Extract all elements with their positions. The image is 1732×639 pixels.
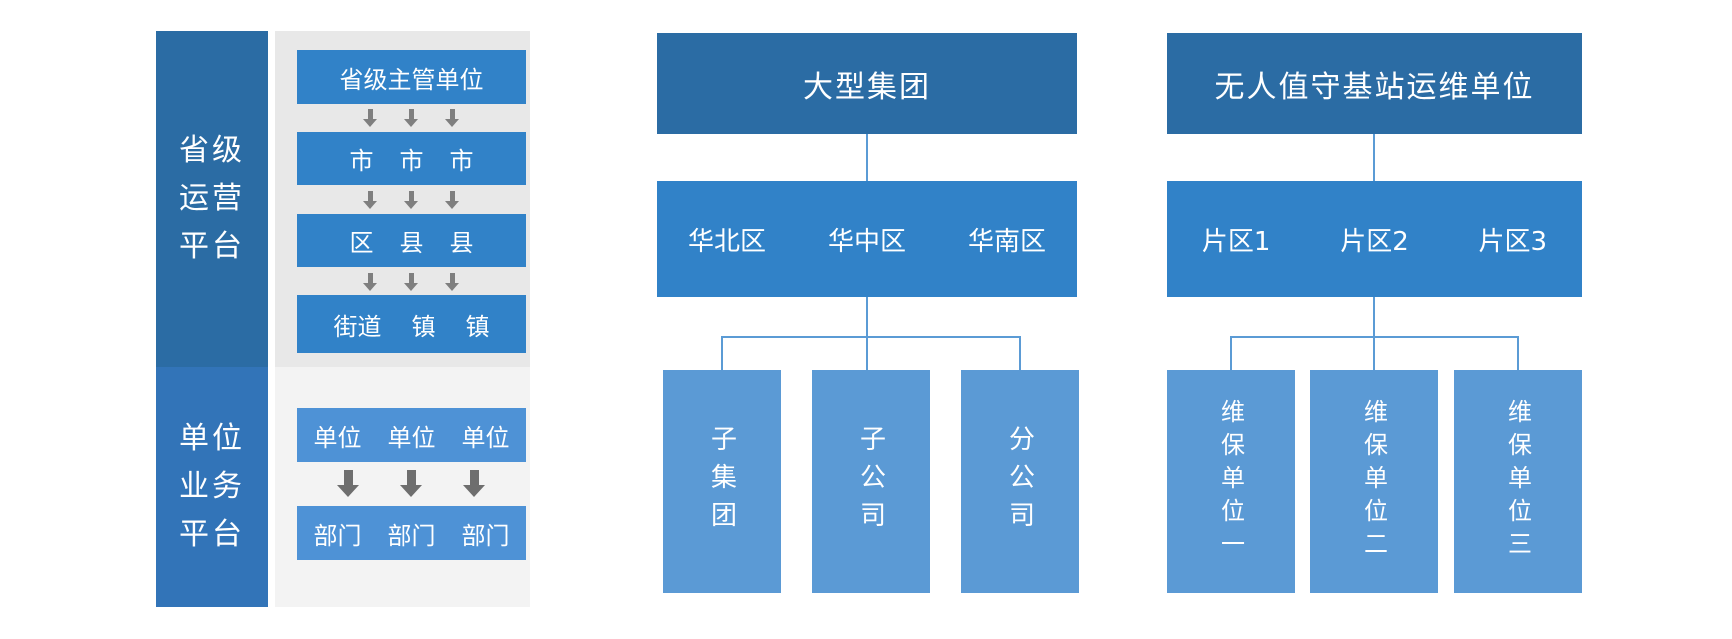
station-child-box-maintenance-3: 维保单位三 <box>1454 370 1582 593</box>
sidebar-provincial-platform: 省级 运营 平台 <box>156 31 268 367</box>
region-label-south: 华南区 <box>967 226 1046 257</box>
city-label: 市 <box>399 147 424 175</box>
arrow-row <box>297 470 526 497</box>
street-label: 街道 <box>333 312 382 341</box>
connector-line <box>1373 336 1375 370</box>
label-line: 运营 <box>179 181 245 216</box>
label-line: 业务 <box>179 469 245 504</box>
connector-line <box>721 336 1021 338</box>
county-label: 县 <box>449 229 474 257</box>
down-arrow-icon <box>363 109 377 127</box>
town-label: 镇 <box>465 312 490 341</box>
down-arrow-icon <box>445 191 459 209</box>
provincial-authority-label: 省级主管单位 <box>339 65 484 94</box>
arrow-row <box>297 109 526 127</box>
connector-line <box>721 336 723 370</box>
city-label: 市 <box>449 147 474 175</box>
station-root-box: 无人值守基站运维单位 <box>1167 33 1582 134</box>
arrow-row <box>297 191 526 209</box>
down-arrow-icon <box>363 191 377 209</box>
zone-2-label: 片区2 <box>1340 226 1409 257</box>
county-label: 县 <box>399 229 424 257</box>
down-arrow-icon <box>404 109 418 127</box>
station-child-box-maintenance-1: 维保单位一 <box>1167 370 1295 593</box>
city-label: 市 <box>349 147 374 175</box>
group-region-box: 华北区 华中区 华南区 <box>657 181 1077 297</box>
region-label-central: 华中区 <box>827 226 906 257</box>
down-arrow-icon <box>463 470 485 497</box>
zone-3-label: 片区3 <box>1478 226 1548 257</box>
subgroup-label: 子集团 <box>706 424 737 539</box>
district-label: 区 <box>349 229 374 257</box>
connector-line <box>866 336 868 370</box>
connector-line <box>1373 297 1375 337</box>
station-region-box: 片区1 片区2 片区3 <box>1167 181 1582 297</box>
down-arrow-icon <box>363 273 377 291</box>
down-arrow-icon <box>445 273 459 291</box>
region-label-north: 华北区 <box>687 226 766 257</box>
connector-line <box>1019 336 1021 370</box>
unit-label: 单位 <box>461 423 510 452</box>
label-line: 平台 <box>179 229 245 264</box>
connector-line <box>866 134 868 181</box>
department-label: 部门 <box>313 521 362 550</box>
provincial-authority-box: 省级主管单位 <box>297 50 526 104</box>
station-root-label: 无人值守基站运维单位 <box>1214 69 1535 105</box>
station-child-box-maintenance-2: 维保单位二 <box>1310 370 1438 593</box>
down-arrow-icon <box>337 470 359 497</box>
subsidiary-label: 子公司 <box>855 424 886 539</box>
unit-platform-label: 单位 业务 平台 <box>156 367 268 607</box>
unit-label: 单位 <box>313 423 362 452</box>
zone-1-label: 片区1 <box>1201 226 1271 257</box>
connector-line <box>1373 134 1375 181</box>
label-line: 平台 <box>179 517 245 552</box>
arrow-row <box>297 273 526 291</box>
label-line: 单位 <box>179 421 245 456</box>
group-child-box-subsidiary: 子公司 <box>812 370 930 593</box>
down-arrow-icon <box>404 191 418 209</box>
street-town-row-box: 街道 镇 镇 <box>297 295 526 353</box>
branch-label: 分公司 <box>1004 424 1035 539</box>
connector-line <box>1517 336 1519 370</box>
city-row-box: 市 市 市 <box>297 132 526 185</box>
maintenance-unit-1-label: 维保单位一 <box>1216 399 1245 564</box>
down-arrow-icon <box>400 470 422 497</box>
label-line: 省级 <box>179 133 245 168</box>
maintenance-unit-3-label: 维保单位三 <box>1503 399 1532 564</box>
provincial-platform-label: 省级 运营 平台 <box>156 31 268 367</box>
connector-line <box>1230 336 1232 370</box>
department-label: 部门 <box>387 521 436 550</box>
down-arrow-icon <box>445 109 459 127</box>
down-arrow-icon <box>404 273 418 291</box>
sidebar-unit-platform: 单位 业务 平台 <box>156 367 268 607</box>
group-root-label: 大型集团 <box>803 69 931 105</box>
group-root-box: 大型集团 <box>657 33 1077 134</box>
department-row-box: 部门 部门 部门 <box>297 506 526 560</box>
district-county-row-box: 区 县 县 <box>297 214 526 267</box>
town-label: 镇 <box>411 312 436 341</box>
group-child-box-branch: 分公司 <box>961 370 1079 593</box>
unit-row-box: 单位 单位 单位 <box>297 408 526 462</box>
maintenance-unit-2-label: 维保单位二 <box>1359 399 1388 564</box>
group-child-box-subgroup: 子集团 <box>663 370 781 593</box>
connector-line <box>866 297 868 337</box>
unit-label: 单位 <box>387 423 436 452</box>
department-label: 部门 <box>461 521 510 550</box>
